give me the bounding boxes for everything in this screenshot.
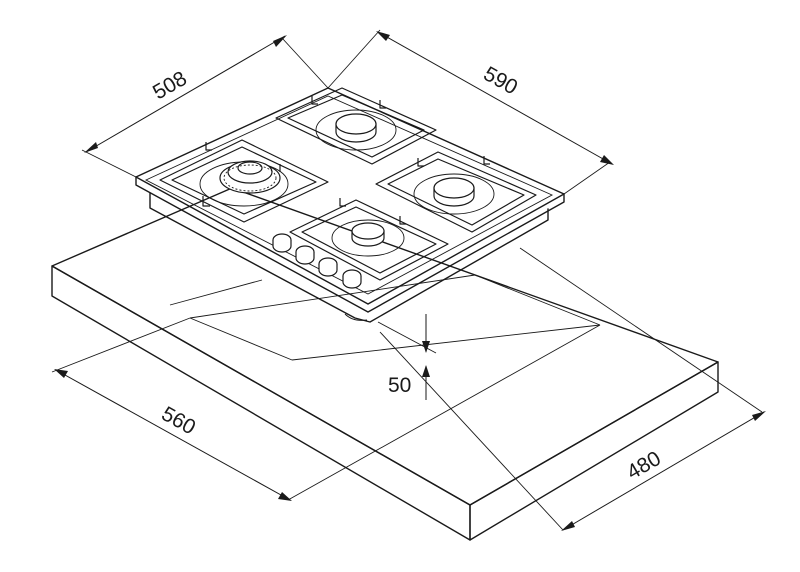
dimension-50: 50: [377, 314, 437, 400]
dimension-590-label: 590: [480, 62, 522, 99]
burner-front: [331, 219, 405, 257]
grate-front: [289, 198, 449, 281]
burner-wok: [199, 160, 289, 207]
dimension-480: 480: [379, 247, 766, 531]
hob-body-foot: [344, 313, 368, 321]
dimension-590: 590: [327, 29, 614, 195]
cutout-front-edge: [291, 324, 601, 361]
dimension-50-label: 50: [388, 374, 411, 397]
knob-3[interactable]: [318, 257, 338, 277]
knob-2[interactable]: [295, 245, 315, 265]
hob-plate-inner: [144, 95, 554, 295]
dimension-508: 508: [81, 35, 329, 178]
countertop: [51, 187, 719, 541]
countertop-side-face: [469, 361, 719, 541]
burner-right: [413, 173, 495, 215]
countertop-top-face: [51, 187, 719, 506]
grate-right: [375, 151, 537, 233]
knob-1[interactable]: [272, 233, 292, 253]
knob-4[interactable]: [342, 269, 362, 289]
hob: [135, 87, 565, 323]
cutout-left-edge: [189, 317, 293, 361]
cutout-right-edge: [474, 274, 601, 326]
burner-rear-right: [315, 109, 397, 151]
cutout-extension-left: [169, 279, 263, 306]
dimension-508-label: 508: [149, 67, 191, 104]
dimension-480-label: 480: [623, 447, 665, 484]
hob-plate-edge: [135, 176, 565, 313]
dimension-560-label: 560: [158, 402, 200, 439]
cutout-back-edge: [189, 274, 476, 319]
